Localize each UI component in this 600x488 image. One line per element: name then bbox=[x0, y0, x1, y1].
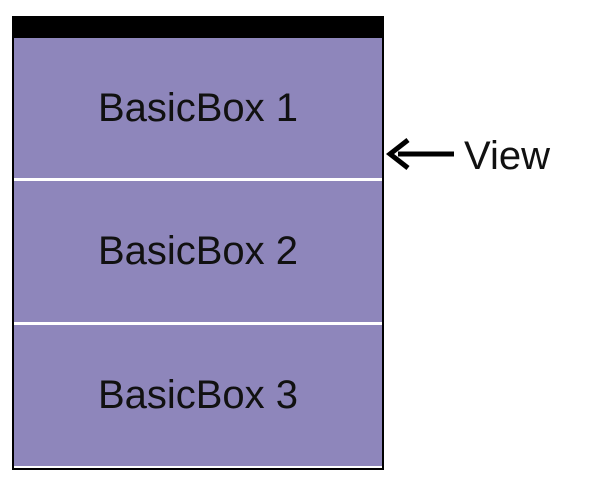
basic-box-1: BasicBox 1 bbox=[14, 38, 382, 178]
left-arrow-icon bbox=[386, 138, 454, 170]
view-container: BasicBox 1 BasicBox 2 BasicBox 3 bbox=[12, 16, 384, 470]
view-label: View bbox=[464, 134, 550, 178]
basic-box-2: BasicBox 2 bbox=[14, 181, 382, 322]
basic-box-3-label: BasicBox 3 bbox=[97, 373, 299, 417]
view-title-bar bbox=[14, 18, 382, 38]
basic-box-3: BasicBox 3 bbox=[14, 325, 382, 466]
basic-box-2-label: BasicBox 2 bbox=[97, 229, 299, 273]
basic-box-1-label: BasicBox 1 bbox=[97, 85, 299, 130]
